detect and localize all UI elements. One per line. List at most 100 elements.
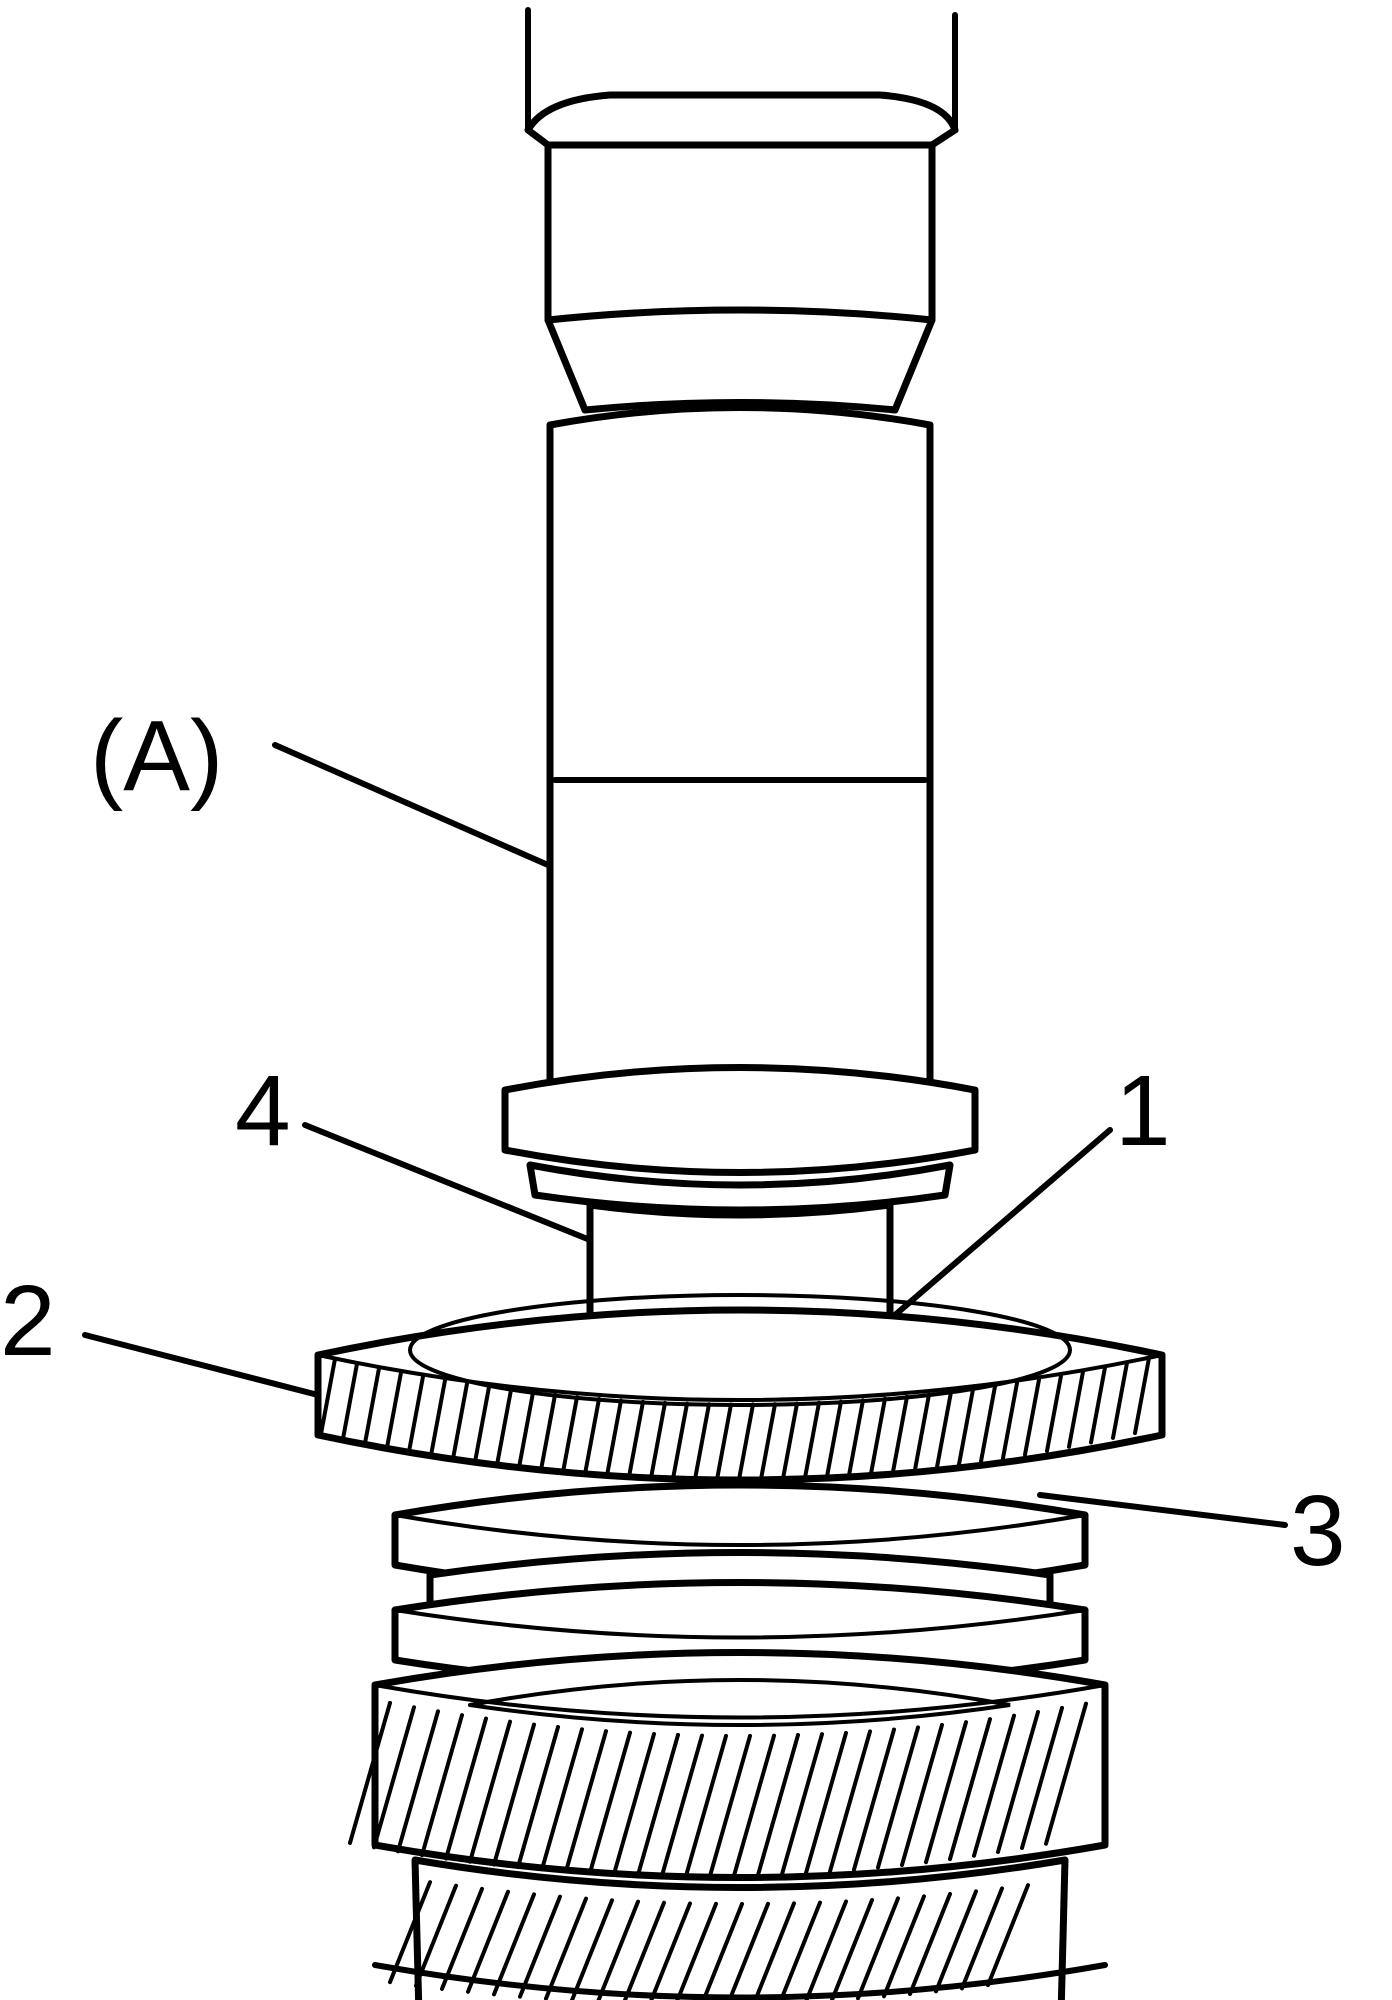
bottom-gear-tooth xyxy=(778,1900,822,2000)
gear-tooth xyxy=(781,1401,799,1481)
gear-tooth xyxy=(473,1384,491,1464)
callout-2-label: 2 xyxy=(0,1265,56,1377)
gear-tooth xyxy=(1045,1373,1063,1453)
gear-tooth xyxy=(319,1356,337,1436)
bottom-gear-tooth xyxy=(518,1894,562,1999)
gear-tooth xyxy=(1089,1365,1107,1445)
gear-tooth xyxy=(913,1392,931,1472)
callout-3-label: 3 xyxy=(1290,1475,1346,1587)
gear-tooth xyxy=(341,1361,359,1441)
bottom-gear-tooth xyxy=(727,1901,770,2000)
bottom-gear-tooth xyxy=(701,1901,744,2000)
bottom-gear-tooth xyxy=(934,1889,978,1994)
gear-tooth xyxy=(693,1402,711,1482)
gear-tooth xyxy=(495,1387,513,1467)
bottom-gear-tooth xyxy=(753,1901,796,2000)
helical-gear xyxy=(314,1293,1166,1484)
lower-gear-tooth xyxy=(492,1722,536,1867)
lower-gear-tooth xyxy=(372,1705,416,1850)
bottom-gear-tooth xyxy=(830,1898,874,2000)
gear-tooth xyxy=(363,1366,381,1446)
bottom-gear-tooth xyxy=(492,1892,536,1997)
bottom-gear-tooth xyxy=(596,1899,640,2000)
gear-tooth xyxy=(539,1392,557,1472)
gear-tooth xyxy=(715,1402,733,1482)
bottom-gear-tooth xyxy=(440,1886,484,1991)
callout-labels: (A) 1 2 3 4 xyxy=(0,700,1346,1587)
lower-gear-tooth xyxy=(996,1710,1040,1855)
lower-gear-tooth xyxy=(972,1713,1016,1858)
bottom-gear-tooth xyxy=(570,1898,614,2000)
bottom-gear-tooth xyxy=(466,1889,510,1994)
leader-4 xyxy=(302,1122,593,1243)
press-tool-a xyxy=(501,404,979,1349)
lower-gear-tooth xyxy=(876,1725,920,1870)
bottom-gear-tooth xyxy=(804,1899,848,2000)
gear-tooth xyxy=(517,1390,535,1470)
lower-gear-tooth xyxy=(444,1716,488,1861)
bottom-gear-tooth xyxy=(908,1891,952,1996)
lower-gear-tooth xyxy=(540,1727,584,1872)
lower-gear-tooth xyxy=(780,1732,824,1877)
gear-tooth xyxy=(935,1390,953,1470)
gear-tooth xyxy=(759,1402,777,1482)
press-tool-upper xyxy=(524,7,959,414)
gear-tooth xyxy=(1023,1377,1041,1457)
lower-gear-tooth xyxy=(708,1733,752,1878)
lower-gear xyxy=(348,1649,1109,2000)
lower-gear-tooth xyxy=(924,1720,968,1865)
lower-gear-tooth xyxy=(684,1733,728,1878)
lower-gear-tooth xyxy=(756,1733,800,1878)
gear-tooth xyxy=(803,1400,821,1480)
gear-tooth xyxy=(1067,1369,1085,1449)
gear-tooth xyxy=(847,1398,865,1478)
lower-gear-tooth xyxy=(900,1722,944,1867)
gear-tooth xyxy=(451,1381,469,1461)
gear-tooth xyxy=(1001,1381,1019,1461)
gear-tooth xyxy=(561,1395,579,1475)
bottom-gear-tooth xyxy=(882,1894,926,1999)
gear-tooth xyxy=(1133,1356,1151,1436)
leader-3 xyxy=(1037,1492,1288,1528)
gear-tooth xyxy=(407,1374,425,1454)
gear-tooth xyxy=(671,1401,689,1481)
gear-tooth xyxy=(891,1394,909,1474)
lower-gear-tooth xyxy=(1020,1705,1064,1850)
gear-tooth xyxy=(583,1396,601,1476)
gear-tooth xyxy=(737,1402,755,1482)
bottom-gear-tooth xyxy=(675,1901,718,2000)
lower-gear-tooth xyxy=(828,1729,872,1874)
gear-tooth xyxy=(385,1370,403,1450)
gear-tooth xyxy=(825,1399,843,1479)
lower-gear-tooth xyxy=(468,1719,512,1864)
lower-gear-tooth xyxy=(564,1729,608,1874)
lower-gear-tooth xyxy=(420,1713,464,1858)
gear-tooth xyxy=(649,1400,667,1480)
lower-gear-tooth xyxy=(852,1727,896,1872)
bottom-gear-tooth xyxy=(856,1896,900,2000)
lower-gear-tooth xyxy=(636,1732,680,1877)
leader-2 xyxy=(82,1332,321,1398)
lower-gear-tooth xyxy=(348,1700,392,1845)
lower-gear-tooth xyxy=(396,1709,440,1854)
leader-a xyxy=(272,742,551,868)
lower-gear-tooth xyxy=(948,1717,992,1862)
lower-gear-tooth xyxy=(516,1725,560,1870)
callout-4-label: 4 xyxy=(235,1055,291,1167)
bottom-gear-tooth xyxy=(388,1880,432,1985)
bottom-gear-tooth xyxy=(986,1883,1030,1988)
lower-gear-tooth xyxy=(804,1730,848,1875)
lower-gear-tooth xyxy=(660,1733,704,1878)
lower-gear-tooth xyxy=(612,1732,656,1877)
gear-tooth xyxy=(979,1384,997,1464)
leader-lines xyxy=(82,742,1288,1528)
bottom-gear-tooth xyxy=(960,1886,1004,1991)
bottom-gear-teeth xyxy=(388,1880,1030,2000)
gear-tooth xyxy=(605,1398,623,1478)
lower-gear-tooth xyxy=(732,1733,776,1878)
gear-tooth xyxy=(869,1396,887,1476)
gear-tooth xyxy=(429,1378,447,1458)
callout-a-label: (A) xyxy=(90,700,223,812)
leader-1 xyxy=(892,1127,1113,1318)
